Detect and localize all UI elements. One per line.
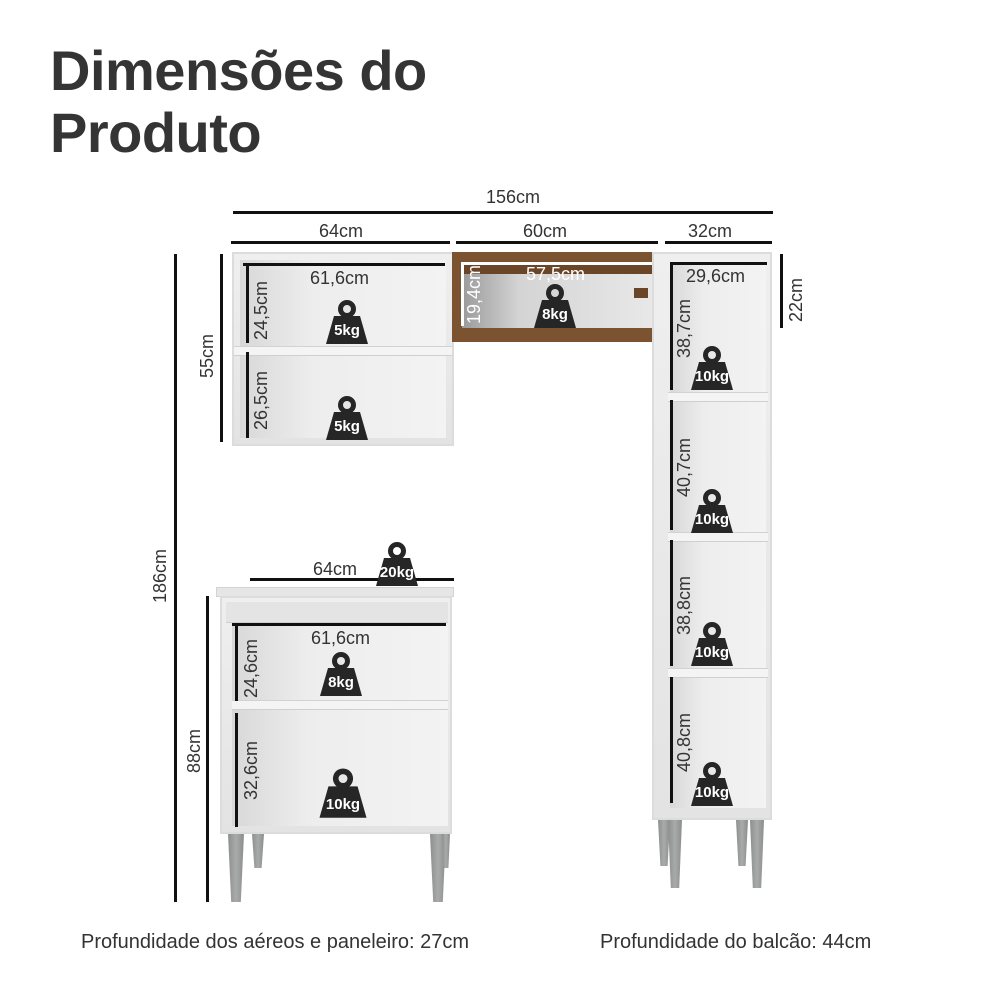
- weight-icon: 10kg: [687, 344, 737, 390]
- tall-shelf-3: [668, 668, 768, 678]
- weight-icon: 5kg: [322, 298, 372, 344]
- tall-inner-width-line: [670, 262, 767, 265]
- base-c1-height-line: [235, 623, 238, 701]
- base-width-line: [250, 578, 454, 581]
- tall-top-gap-line: [780, 254, 783, 328]
- weight-icon: 8kg: [530, 282, 580, 328]
- weight-icon: 5kg: [322, 394, 372, 440]
- upper-left-c1-height-line: [246, 263, 249, 343]
- base-leg-back-right: [442, 834, 450, 868]
- upper-middle-inner-width-label: 57,5cm: [526, 264, 586, 284]
- total-height-label: 186cm: [150, 548, 170, 603]
- base-c2-load: 10kg: [325, 796, 361, 813]
- tall-leg-back-left: [658, 820, 670, 866]
- base-height-line: [206, 596, 209, 902]
- tall-shelf-2: [668, 532, 768, 542]
- tall-c4-load: 10kg: [694, 784, 730, 801]
- tall-leg-back-right: [736, 820, 748, 866]
- base-width-label: 64cm: [313, 559, 358, 579]
- upper-middle-height-line: [461, 262, 464, 326]
- base-c1-height-label: 24,6cm: [241, 638, 261, 698]
- base-c1-load: 8kg: [328, 674, 354, 691]
- upper-left-inner-width-label: 61,6cm: [310, 268, 370, 288]
- upper-middle-width-line: [456, 241, 658, 244]
- title-line-1: Dimensões do: [50, 39, 427, 102]
- total-width-label: 156cm: [486, 187, 541, 207]
- upper-left-c2-height-line: [246, 352, 249, 438]
- upper-left-c1-load: 5kg: [334, 322, 360, 339]
- upper-middle-inner-width-line: [462, 262, 655, 265]
- upper-middle-height-label: 19,4cm: [464, 264, 484, 324]
- base-inner-width-label: 61,6cm: [311, 628, 371, 648]
- page-title: Dimensões do Produto: [50, 40, 427, 164]
- tall-c3-height-line: [670, 540, 673, 666]
- tall-c1-height-line: [670, 262, 673, 390]
- title-line-2: Produto: [50, 101, 262, 164]
- upper-middle-top-panel: [462, 262, 652, 274]
- weight-icon: 10kg: [687, 487, 737, 533]
- base-c2-height-label: 32,6cm: [241, 740, 261, 800]
- tall-width-line: [665, 241, 772, 244]
- weight-icon: 20kg: [372, 540, 422, 586]
- total-height-line: [174, 254, 177, 902]
- weight-icon: 10kg: [315, 766, 371, 818]
- base-drawer-rail: [226, 602, 448, 623]
- upper-left-shelf: [234, 346, 452, 356]
- base-inner-width-line: [232, 623, 446, 626]
- base-c2-height-line: [235, 713, 238, 827]
- tall-c4-height-line: [670, 677, 673, 803]
- upper-left-width-label: 64cm: [319, 221, 364, 241]
- tall-leg-front-right: [750, 820, 764, 888]
- base-leg-front-left: [228, 834, 244, 902]
- depth-base-note: Profundidade do balcão: 44cm: [600, 931, 872, 953]
- tall-c3-load: 10kg: [694, 644, 730, 661]
- upper-left-width-line: [231, 241, 450, 244]
- base-leg-front-right: [430, 834, 446, 902]
- weight-icon: 10kg: [687, 620, 737, 666]
- depth-upper-note: Profundidade dos aéreos e paneleiro: 27c…: [81, 931, 470, 953]
- tall-c1-load: 10kg: [694, 368, 730, 385]
- tall-inner-width-label: 29,6cm: [686, 266, 746, 286]
- weight-icon: 10kg: [687, 760, 737, 806]
- upper-left-height-line: [220, 254, 223, 442]
- base-top-load: 20kg: [379, 564, 415, 581]
- base-shelf: [232, 700, 448, 710]
- weight-icon: 8kg: [316, 650, 366, 696]
- tall-width-label: 32cm: [688, 221, 733, 241]
- tall-top-gap-label: 22cm: [786, 277, 806, 322]
- upper-left-c1-height-label: 24,5cm: [251, 280, 271, 340]
- base-height-label: 88cm: [184, 728, 204, 773]
- upper-left-c2-load: 5kg: [334, 418, 360, 435]
- tall-shelf-1: [668, 392, 768, 402]
- base-leg-back-left: [252, 834, 264, 868]
- upper-left-c2-height-label: 26,5cm: [251, 370, 271, 430]
- upper-left-inner-width-line: [243, 263, 445, 266]
- upper-middle-width-label: 60cm: [523, 221, 568, 241]
- tall-c2-load: 10kg: [694, 511, 730, 528]
- upper-middle-load: 8kg: [542, 306, 568, 323]
- total-width-line: [233, 211, 773, 214]
- upper-middle-bracket: [634, 288, 648, 298]
- upper-left-height-label: 55cm: [197, 333, 217, 378]
- tall-leg-front-left: [668, 820, 682, 888]
- tall-c2-height-line: [670, 400, 673, 530]
